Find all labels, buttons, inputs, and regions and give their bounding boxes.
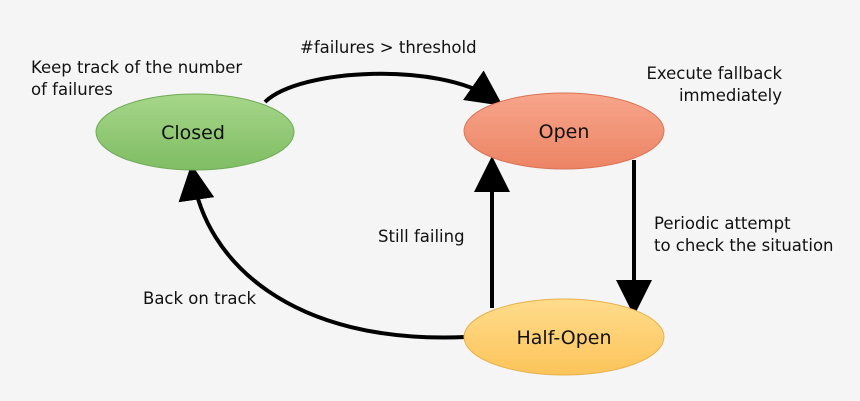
note-closed-state-line-2: of failures	[31, 80, 113, 99]
label-half-open-to-open: Still failing	[378, 227, 465, 246]
state-half-open-shape	[463, 298, 665, 376]
state-closed-label: Closed	[161, 122, 225, 144]
note-open-state-line-1: Execute fallback	[646, 64, 782, 83]
state-open-shape	[463, 92, 665, 170]
note-open-state: Execute fallback immediately	[620, 63, 782, 107]
label-open-to-half-open-line-1: Periodic attempt	[654, 214, 791, 233]
note-closed-state: Keep track of the number of failures	[31, 57, 242, 101]
label-open-to-half-open: Periodic attempt to check the situation	[654, 213, 834, 257]
state-closed-shape	[95, 93, 295, 171]
label-closed-to-open: #failures > threshold	[300, 38, 477, 57]
label-half-open-to-closed: Back on track	[143, 289, 257, 308]
arrow-closed-to-open	[263, 70, 503, 106]
state-open: Open	[463, 92, 665, 170]
label-open-to-half-open-line-2: to check the situation	[654, 236, 834, 255]
note-closed-state-line-1: Keep track of the number	[31, 58, 243, 77]
state-open-label: Open	[539, 121, 590, 143]
state-half-open-label: Half-Open	[517, 327, 612, 349]
arrow-half-open-to-closed	[178, 164, 467, 340]
state-half-open: Half-Open	[463, 298, 665, 376]
note-open-state-line-2: immediately	[678, 86, 782, 105]
state-closed: Closed	[95, 93, 295, 171]
